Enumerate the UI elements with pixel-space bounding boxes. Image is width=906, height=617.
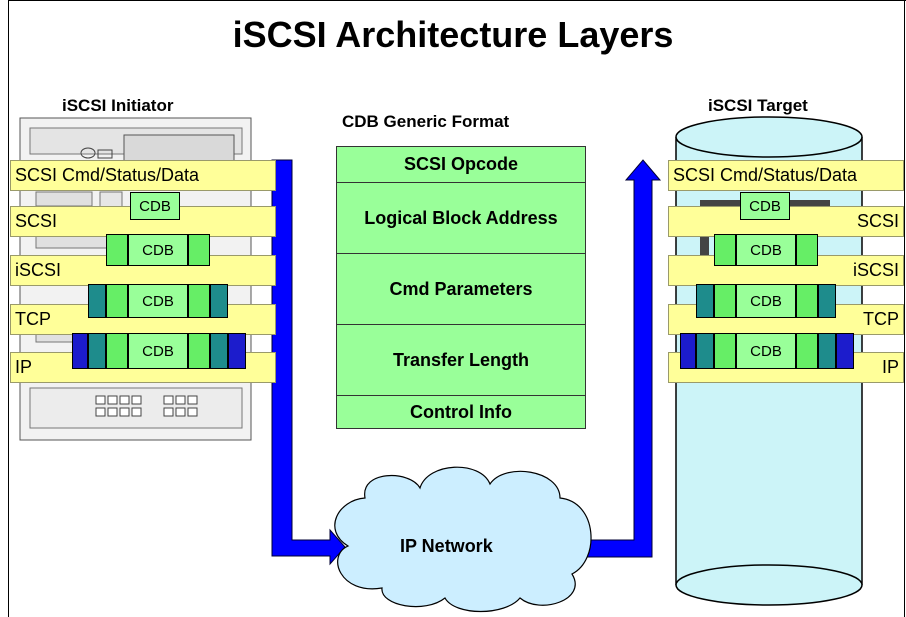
- initiator-iscsi-hdr-right-3: [188, 333, 210, 369]
- target-iscsi-hdr-right: [796, 234, 818, 266]
- target-ip-hdr-right: [836, 333, 854, 369]
- target-tcp-hdr-left-2: [696, 333, 714, 369]
- initiator-cdb-scsi: CDB: [130, 192, 180, 220]
- initiator-tcp-hdr-right-2: [210, 333, 228, 369]
- target-iscsi-hdr-left-2: [714, 284, 736, 318]
- target-iscsi-hdr-left: [714, 234, 736, 266]
- initiator-ip-hdr-right: [228, 333, 246, 369]
- down-arrow-left: [271, 159, 346, 566]
- target-cdb-tcp: CDB: [736, 284, 796, 318]
- initiator-ip-hdr-left: [72, 333, 88, 369]
- initiator-iscsi-hdr-right-2: [188, 284, 210, 318]
- initiator-iscsi-hdr-right: [188, 234, 210, 266]
- initiator-iscsi-hdr-left-3: [106, 333, 128, 369]
- target-label: iSCSI Target: [708, 96, 808, 115]
- page-title: iSCSI Architecture Layers: [232, 14, 674, 55]
- initiator-label: iSCSI Initiator: [62, 96, 174, 115]
- frame-top-border: [8, 0, 906, 1]
- cdb-field-lba: Logical Block Address: [336, 182, 586, 254]
- initiator-cdb-iscsi: CDB: [128, 234, 188, 266]
- target-tcp-hdr-right-2: [818, 333, 836, 369]
- cdb-format-heading: CDB Generic Format: [342, 112, 510, 131]
- target-tcp-hdr-left: [696, 284, 714, 318]
- cloud-shape: [334, 466, 592, 613]
- frame-left-border: [8, 0, 9, 617]
- initiator-tcp-hdr-left: [88, 284, 106, 318]
- target-cdb-ip: CDB: [736, 333, 796, 369]
- target-cdb-iscsi: CDB: [736, 234, 796, 266]
- initiator-cdb-tcp: CDB: [128, 284, 188, 318]
- initiator-iscsi-hdr-left: [106, 234, 128, 266]
- initiator-tcp-hdr-right: [210, 284, 228, 318]
- cdb-field-control-info: Control Info: [336, 395, 586, 429]
- up-arrow-right: [584, 159, 662, 558]
- target-iscsi-hdr-right-3: [796, 333, 818, 369]
- target-iscsi-hdr-right-2: [796, 284, 818, 318]
- ip-network-label: IP Network: [400, 536, 493, 556]
- target-tcp-hdr-right: [818, 284, 836, 318]
- cdb-field-cmd-params: Cmd Parameters: [336, 253, 586, 325]
- cdb-field-opcode: SCSI Opcode: [336, 146, 586, 183]
- initiator-iscsi-hdr-left-2: [106, 284, 128, 318]
- initiator-cdb-ip: CDB: [128, 333, 188, 369]
- target-cdb-scsi: CDB: [740, 192, 790, 220]
- target-iscsi-hdr-left-3: [714, 333, 736, 369]
- target-layer-scsi-cmd: SCSI Cmd/Status/Data: [668, 160, 904, 191]
- cdb-field-transfer-length: Transfer Length: [336, 324, 586, 396]
- initiator-layer-scsi-cmd: SCSI Cmd/Status/Data: [10, 160, 276, 191]
- frame-right-border: [904, 0, 905, 617]
- target-ip-hdr-left: [680, 333, 696, 369]
- initiator-tcp-hdr-left-2: [88, 333, 106, 369]
